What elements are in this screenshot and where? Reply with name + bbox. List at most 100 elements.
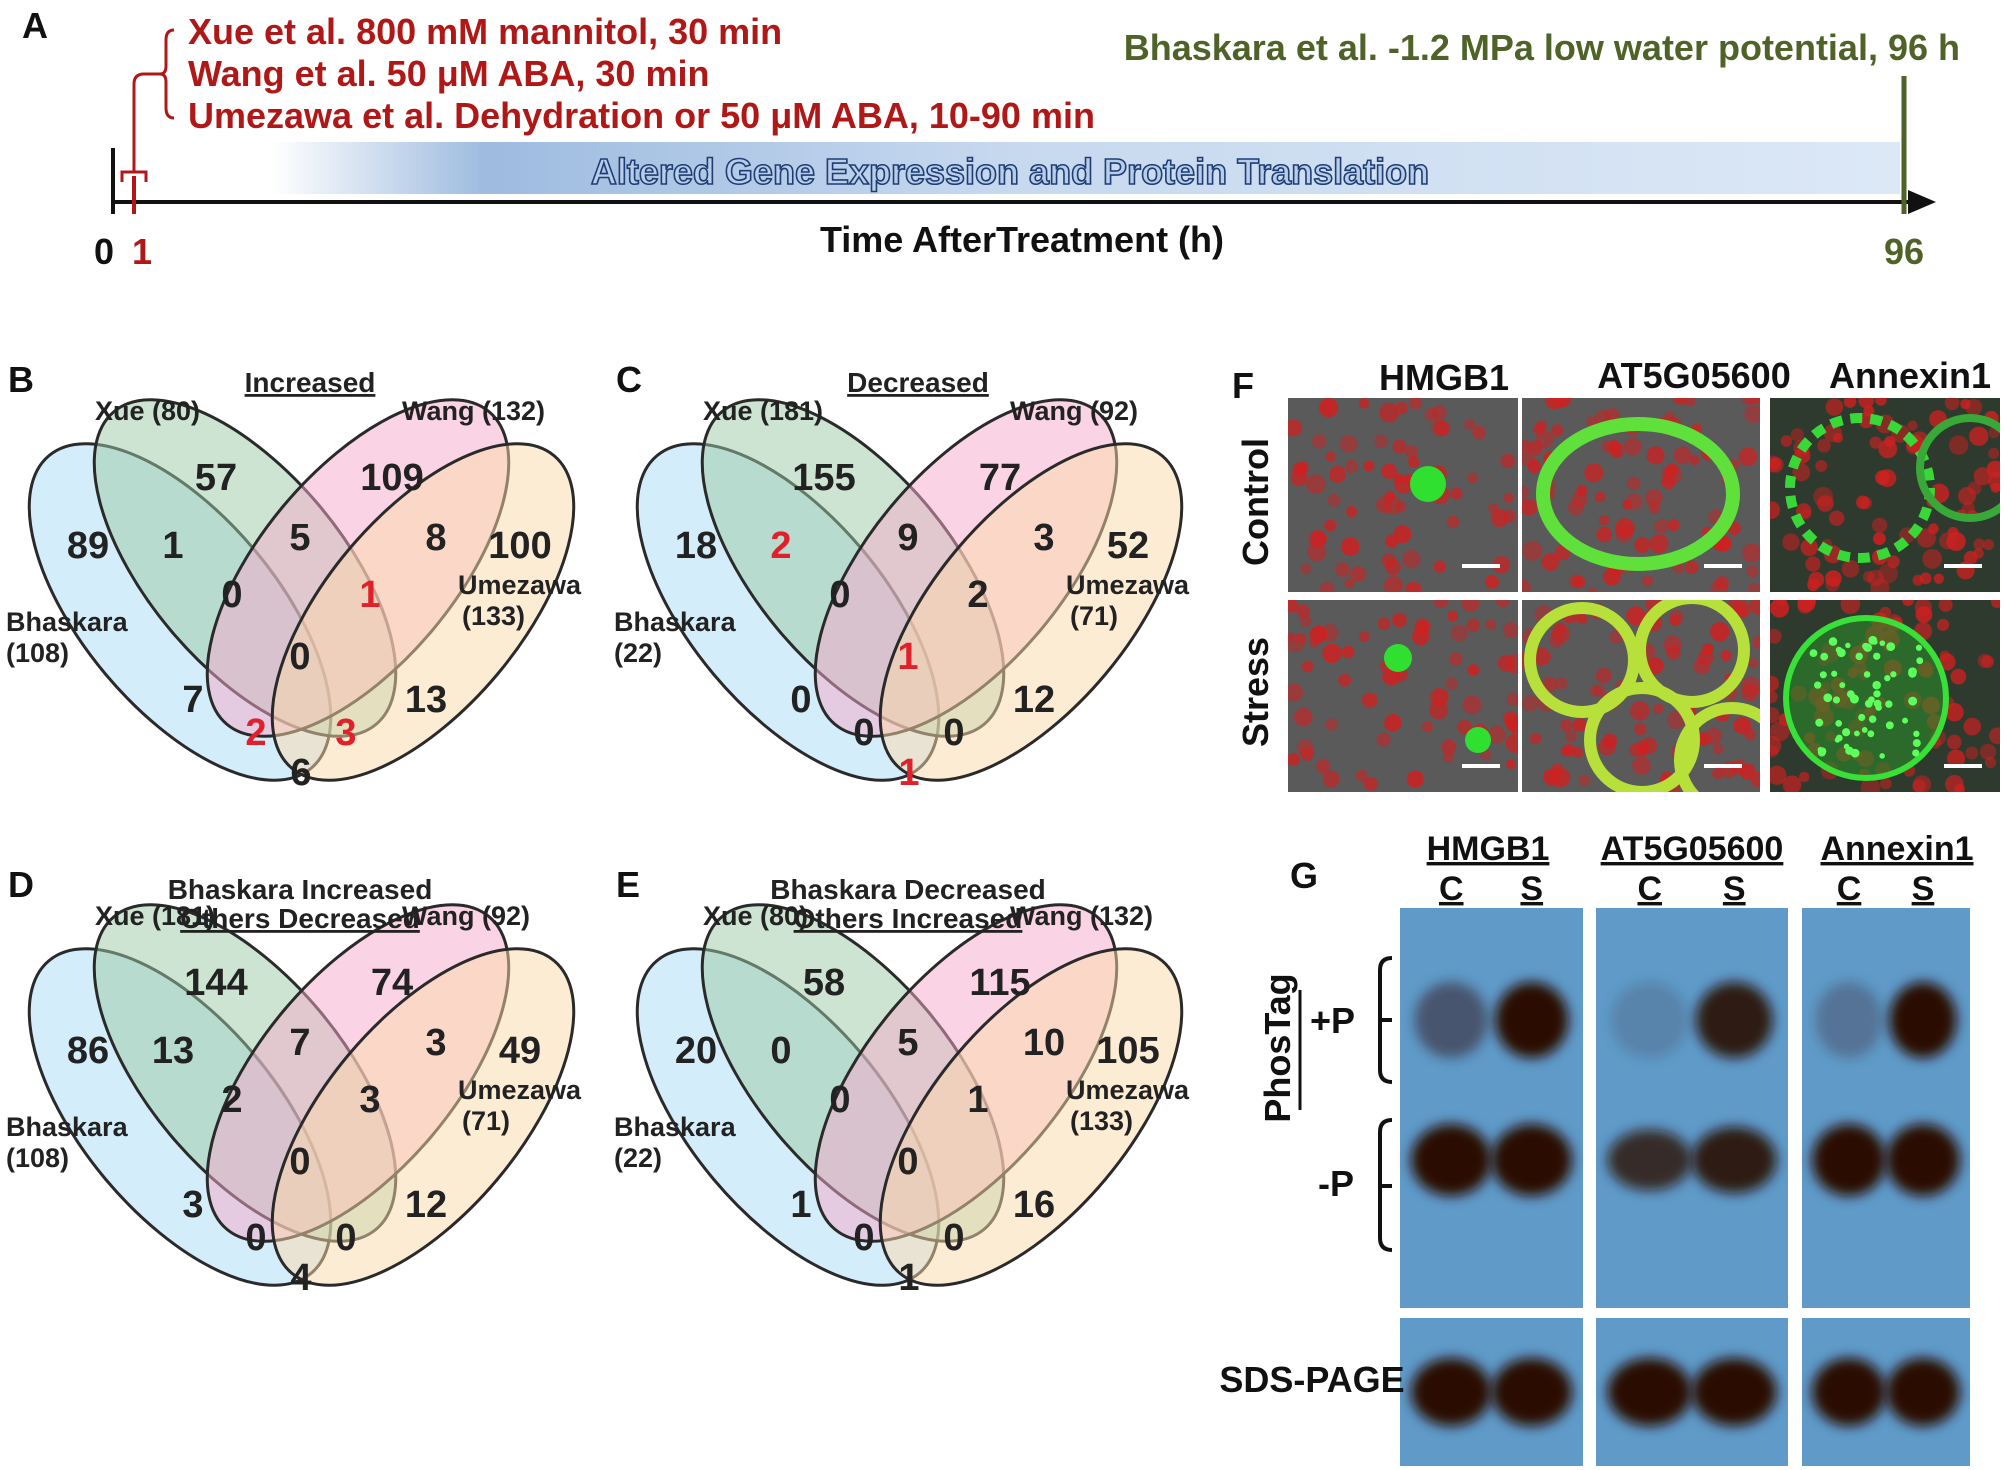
band-phospho bbox=[1414, 982, 1488, 1058]
venn-count-bu: 6 bbox=[290, 752, 311, 794]
set-label-umezawa-count: (133) bbox=[462, 601, 525, 631]
venn-count-xwu: 2 bbox=[967, 574, 988, 616]
venn-count-bu: 1 bbox=[898, 752, 919, 794]
micro-tile-stress-2 bbox=[1522, 600, 1760, 792]
set-label-xue: Xue (181) bbox=[703, 396, 823, 426]
set-label-umezawa-count: (71) bbox=[462, 1106, 510, 1136]
set-label-bhaskara-count: (22) bbox=[614, 1143, 662, 1173]
venn-count-bxwu: 0 bbox=[289, 1141, 310, 1183]
lane-label-s: S bbox=[1912, 870, 1935, 908]
venn-title: Bhaskara Decreased bbox=[770, 874, 1046, 905]
venn-count-bxu: 0 bbox=[943, 712, 964, 754]
venn-count-bw: 3 bbox=[182, 1184, 203, 1226]
venn-count-xu: 12 bbox=[405, 1184, 447, 1226]
altered-expression-band bbox=[130, 142, 1900, 194]
venn-count-u_only: 52 bbox=[1107, 525, 1149, 567]
venn-count-w_only: 77 bbox=[979, 457, 1021, 499]
venn-title: Bhaskara Increased bbox=[168, 874, 433, 905]
study-bracket-stem bbox=[132, 72, 160, 172]
venn-count-wu: 10 bbox=[1023, 1022, 1065, 1064]
venn-count-wu: 3 bbox=[425, 1022, 446, 1064]
set-label-umezawa-count: (133) bbox=[1070, 1106, 1133, 1136]
study-wang: Wang et al. 50 μM ABA, 30 min bbox=[188, 53, 709, 94]
set-label-wang: Wang (92) bbox=[1010, 396, 1138, 426]
plus-p-bracket bbox=[1378, 956, 1393, 1084]
set-label-bhaskara: Bhaskara bbox=[6, 607, 129, 637]
venn-count-x_only: 155 bbox=[792, 457, 855, 499]
venn-ellipse-umezawa bbox=[878, 442, 1184, 782]
venn-subtitle: Others Decreased bbox=[180, 903, 420, 934]
row-label-stress: Stress bbox=[1235, 637, 1276, 747]
band-nonphospho bbox=[1410, 1124, 1492, 1196]
axis-title: Time AfterTreatment (h) bbox=[820, 219, 1224, 260]
lane-label-c: C bbox=[1637, 870, 1662, 908]
band-nonphospho bbox=[1491, 1124, 1573, 1196]
phostag-membrane bbox=[1596, 908, 1788, 1308]
venn-subtitle: Others Increased bbox=[794, 903, 1023, 934]
venn-count-bw: 7 bbox=[182, 679, 203, 721]
band-nonphospho bbox=[1886, 1124, 1960, 1196]
venn-count-bx: 2 bbox=[770, 525, 791, 567]
venn-count-bxw: 2 bbox=[221, 1079, 242, 1121]
plus-p-label: +P bbox=[1310, 1000, 1355, 1041]
set-label-umezawa: Umezawa bbox=[1066, 570, 1190, 600]
micro-tile-control-3 bbox=[1770, 398, 2000, 592]
venn-count-bxwu: 1 bbox=[897, 636, 918, 678]
lane-label-c: C bbox=[1837, 870, 1862, 908]
venn-count-bu: 1 bbox=[898, 1257, 919, 1299]
band-phospho bbox=[1815, 982, 1883, 1058]
set-label-umezawa-count: (71) bbox=[1070, 601, 1118, 631]
venn-count-bxwu: 0 bbox=[897, 1141, 918, 1183]
venn-count-bu: 4 bbox=[290, 1257, 311, 1299]
venn-panel-label: B bbox=[8, 359, 34, 400]
col-header-at5g05600: AT5G05600 bbox=[1597, 355, 1790, 396]
set-label-wang: Wang (132) bbox=[1010, 901, 1153, 931]
venn-count-wu: 8 bbox=[425, 517, 446, 559]
minus-p-bracket bbox=[1378, 1118, 1393, 1252]
venn-count-xw: 9 bbox=[897, 517, 918, 559]
venn-count-xw: 5 bbox=[897, 1022, 918, 1064]
venn-count-x_only: 57 bbox=[195, 457, 237, 499]
venn-count-b_only: 18 bbox=[675, 525, 717, 567]
band-nonphospho bbox=[1812, 1124, 1887, 1196]
venn-count-u_only: 105 bbox=[1096, 1030, 1159, 1072]
venn-count-bwu: 2 bbox=[245, 712, 266, 754]
venn-count-bwu: 0 bbox=[853, 712, 874, 754]
venn-count-b_only: 89 bbox=[67, 525, 109, 567]
band-nonphospho bbox=[1692, 1126, 1777, 1194]
lane-label-s: S bbox=[1520, 870, 1543, 908]
venn-count-bxu: 0 bbox=[943, 1217, 964, 1259]
panel-a-timeline: A Altered Gene Expression and Protein Tr… bbox=[22, 5, 1960, 272]
row-label-control: Control bbox=[1235, 438, 1276, 566]
venn-panel-label: D bbox=[8, 864, 34, 905]
lane-label-c: C bbox=[1439, 870, 1464, 908]
band-phospho bbox=[1611, 982, 1689, 1058]
micro-tile-stress-3 bbox=[1770, 600, 2000, 792]
venn-count-bxw: 0 bbox=[221, 574, 242, 616]
band-sds bbox=[1607, 1358, 1692, 1426]
venn-count-xwu: 3 bbox=[359, 1079, 380, 1121]
study-xue: Xue et al. 800 mM mannitol, 30 min bbox=[188, 11, 782, 52]
set-label-wang: Wang (92) bbox=[402, 901, 530, 931]
col-header-annexin1: Annexin1 bbox=[1829, 355, 1991, 396]
panel-f-label: F bbox=[1232, 365, 1254, 406]
venn-count-bx: 1 bbox=[162, 525, 183, 567]
venn-count-w_only: 109 bbox=[360, 457, 423, 499]
set-label-umezawa: Umezawa bbox=[458, 570, 582, 600]
venn-count-bwu: 0 bbox=[245, 1217, 266, 1259]
venn-count-xu: 13 bbox=[405, 679, 447, 721]
band-sds bbox=[1692, 1358, 1777, 1426]
tick-label-1: 1 bbox=[132, 231, 152, 272]
band-phospho bbox=[1695, 982, 1773, 1058]
venn-count-bx: 0 bbox=[770, 1030, 791, 1072]
set-label-xue: Xue (181) bbox=[95, 901, 215, 931]
band-sds bbox=[1491, 1358, 1573, 1426]
micro-tile-control-2 bbox=[1522, 398, 1760, 592]
venn-count-x_only: 58 bbox=[803, 962, 845, 1004]
